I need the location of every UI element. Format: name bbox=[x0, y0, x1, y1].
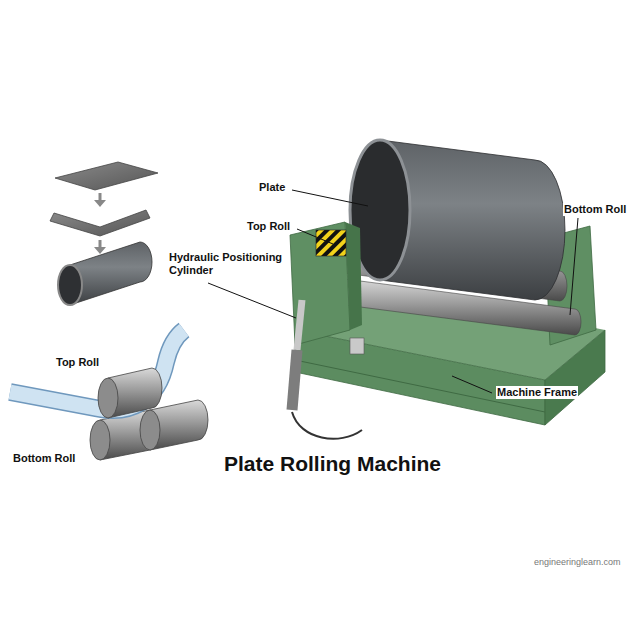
leader-line bbox=[292, 190, 368, 206]
leader-line bbox=[570, 218, 578, 315]
left-housing-side bbox=[345, 222, 362, 330]
cylinder-rod bbox=[297, 300, 302, 350]
bottom-roll-end bbox=[140, 410, 160, 450]
leader-line bbox=[208, 283, 296, 318]
roll-sketch bbox=[10, 330, 208, 460]
step-arrow bbox=[99, 240, 102, 248]
step-arrow bbox=[99, 193, 102, 201]
part-label: Machine Frame bbox=[496, 386, 578, 399]
hydraulic-cylinder bbox=[292, 350, 297, 410]
leader-line bbox=[297, 229, 333, 244]
part-label: Top Roll bbox=[246, 220, 291, 233]
rolled-tube bbox=[70, 242, 152, 305]
top-roll-end bbox=[98, 378, 118, 418]
part-label: Bottom Roll bbox=[12, 452, 76, 465]
bent-sheet bbox=[50, 210, 150, 236]
title: Plate Rolling Machine bbox=[224, 452, 441, 476]
step-arrow-head bbox=[94, 247, 106, 254]
bottom-roll-end bbox=[90, 420, 110, 460]
plate-rolling-machine bbox=[290, 140, 605, 439]
part-label: Plate bbox=[258, 181, 286, 194]
part-label: Top Roll bbox=[55, 356, 100, 369]
frame-side bbox=[545, 330, 605, 425]
tube-opening bbox=[58, 265, 82, 305]
leader-line bbox=[452, 376, 492, 393]
part-label: Bottom Roll bbox=[563, 203, 627, 216]
step-arrow-head bbox=[94, 200, 106, 207]
watermark: engineeringlearn.com bbox=[533, 557, 622, 567]
leader-lines bbox=[208, 190, 578, 393]
flat-sheet bbox=[55, 162, 158, 190]
frame-front bbox=[295, 330, 545, 425]
process-sketch bbox=[50, 162, 158, 305]
control-box bbox=[350, 338, 364, 354]
part-label: Hydraulic Positioning Cylinder bbox=[168, 251, 288, 276]
hose bbox=[292, 412, 362, 439]
